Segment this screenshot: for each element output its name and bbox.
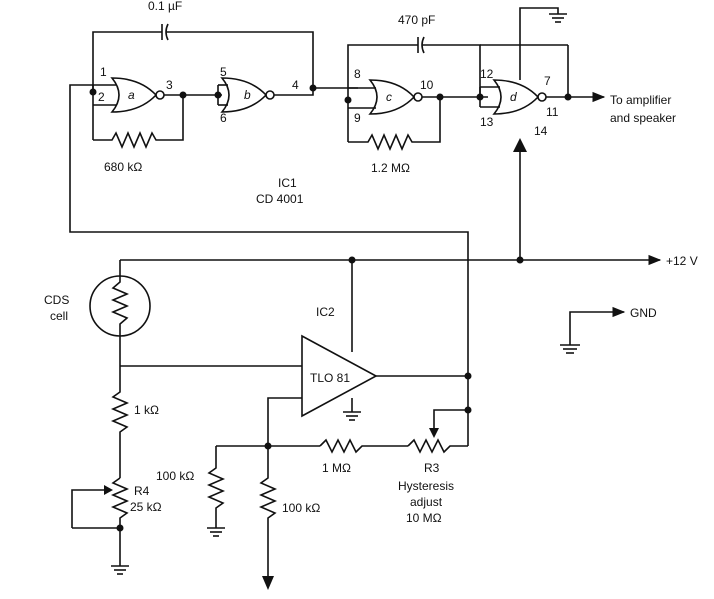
gate-d-label: d [510,90,517,104]
resistor-100k-right-label: 100 kΩ [282,501,320,515]
ground-opamp [343,398,361,421]
resistor-1k [110,366,130,478]
ic1-part: CD 4001 [256,192,304,206]
capacitor-c2-label: 470 pF [398,13,435,27]
resistor-680k [93,95,184,150]
ground-gnd-symbol [560,306,626,354]
pin-12: 12 [480,67,494,81]
capacitor-c1-label: 0.1 µF [148,0,182,13]
capacitor-c1 [92,23,314,92]
pin-13: 13 [480,115,494,129]
output-label-line1: To amplifier [610,93,671,107]
gate-a-label: a [128,88,135,102]
ic2-part: TLO 81 [310,371,350,385]
potentiometer-r4 [71,477,130,529]
pin-11: 11 [546,105,559,119]
r3-line1: Hysteresis [398,479,454,493]
pin-10: 10 [420,78,434,92]
resistor-1m [319,438,408,454]
potentiometer-r3 [407,409,468,454]
r4-name: R4 [134,484,150,498]
pin-7: 7 [544,74,551,88]
pin-4: 4 [292,78,299,92]
pin-14: 14 [534,124,548,138]
r3-name: R3 [424,461,440,475]
supply-plus12-label: +12 V [666,254,698,268]
pin-9: 9 [354,111,361,125]
resistor-1-2m [348,97,441,152]
nor-gate-a [110,77,165,113]
ground-r4 [111,528,129,575]
resistor-1m-label: 1 MΩ [322,461,351,475]
pin-1: 1 [100,65,107,79]
resistor-100k-right [258,446,278,590]
r3-value: 10 MΩ [406,511,442,525]
ic1-name: IC1 [278,176,297,190]
pin-5: 5 [220,65,227,79]
vdd-arrow-pin14 [513,138,527,260]
cds-label-line2: cell [50,309,68,323]
opamp-ic2 [301,334,378,418]
resistor-1-2m-label: 1.2 MΩ [371,161,410,175]
r4-value: 25 kΩ [130,500,162,514]
cds-label-line1: CDS [44,293,69,307]
pin-3: 3 [166,78,173,92]
cds-cell [89,260,151,366]
pin-8: 8 [354,67,361,81]
resistor-100k-left-label: 100 kΩ [156,469,194,483]
resistor-100k-left [206,446,226,537]
gate-c-label: c [386,90,392,104]
resistor-1k-label: 1 kΩ [134,403,159,417]
ground-top [519,7,567,80]
resistor-680k-label: 680 kΩ [104,160,142,174]
pin-2: 2 [98,90,105,104]
nor-gate-d [492,79,547,115]
gate-b-label: b [244,88,251,102]
r3-line2: adjust [410,495,443,509]
output-label-line2: and speaker [610,111,676,125]
pin-6: 6 [220,111,227,125]
nor-gate-c [368,79,423,115]
ic2-name: IC2 [316,305,335,319]
supply-gnd-label: GND [630,306,657,320]
